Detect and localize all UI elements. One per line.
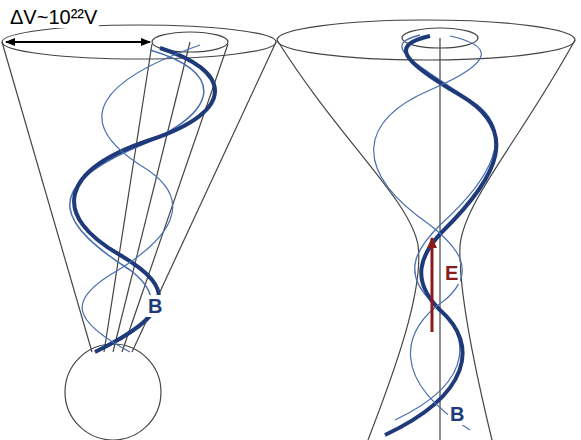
cone-outline (2, 25, 276, 440)
field-label: B (448, 403, 466, 425)
potential-arrow (6, 41, 150, 43)
electric-field-arrow (431, 238, 434, 332)
field-label: E (443, 262, 460, 284)
magnetic-helix (70, 45, 215, 352)
potential-label: ΔV~10²²V (8, 6, 99, 28)
field-label: B (146, 295, 164, 317)
hyperboloid-outline (277, 20, 575, 440)
magnetic-helix (374, 35, 497, 435)
